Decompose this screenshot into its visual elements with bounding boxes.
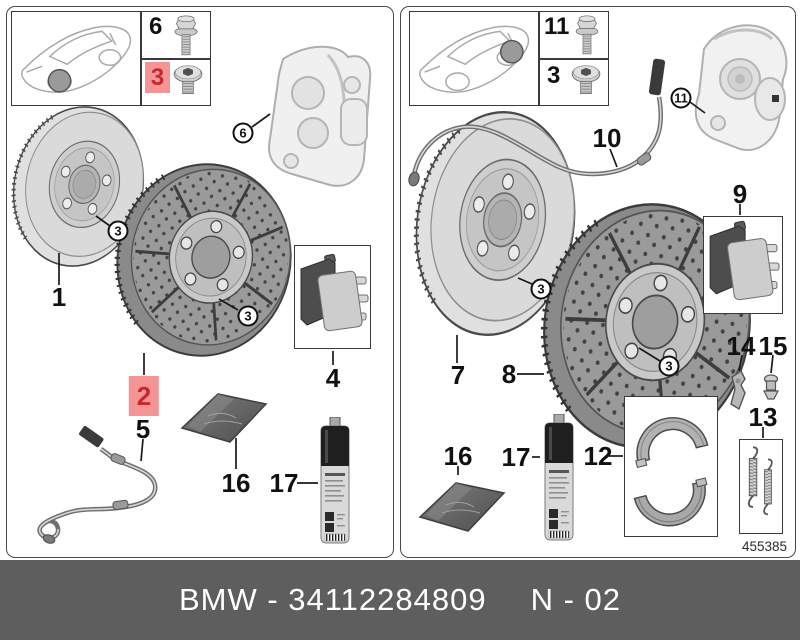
part-label-10[interactable]: 10 (592, 123, 622, 153)
callout-3-rear-sport-hub[interactable]: 3 (658, 355, 680, 377)
rear-brake-pads-icon (709, 220, 780, 301)
front-pads-box (294, 245, 371, 349)
front-axle-highlight-dot (47, 68, 72, 93)
car-rear-axle-thumbnail (419, 25, 530, 93)
countersunk-screw-icon (170, 63, 206, 98)
part-label-3-highlighted[interactable]: 3 (145, 62, 170, 93)
part-label-13[interactable]: 13 (748, 402, 778, 432)
part-label-15[interactable]: 15 (758, 331, 788, 361)
part-label-17[interactable]: 17 (269, 468, 299, 498)
rear-brake-panel: 11 3 (400, 6, 796, 558)
rear-caliper-drawing (694, 24, 788, 151)
callout-3-rear-hub[interactable]: 3 (530, 278, 552, 300)
springs-box (739, 439, 783, 534)
part-label-6[interactable]: 6 (149, 13, 163, 40)
front-brake-panel: 6 3 1 2 4 5 16 17 3 3 6 (6, 6, 394, 558)
front-brake-pads-icon (300, 253, 369, 332)
part-label-16[interactable]: 16 (443, 441, 473, 471)
part-label-12[interactable]: 12 (583, 441, 613, 471)
footer-part-number: BMW - 34112284809 (178, 582, 487, 617)
rear-pads-box (703, 216, 783, 314)
flange-bolt-icon (170, 14, 202, 57)
grease-packet-icon (419, 482, 505, 532)
front-bolt-box: 6 3 (141, 11, 211, 106)
rear-bolt-box: 11 3 (539, 11, 609, 106)
car-location-box (409, 11, 539, 106)
brake-cleaner-can-icon (544, 414, 574, 541)
part-label-1[interactable]: 1 (51, 282, 67, 312)
handbrake-lever-icon (730, 369, 746, 411)
callout-3-sport-hub[interactable]: 3 (237, 305, 259, 327)
part-label-7[interactable]: 7 (450, 360, 466, 390)
part-label-5[interactable]: 5 (135, 414, 151, 444)
footer-bar: BMW - 34112284809 N - 02 (0, 560, 800, 640)
flange-bolt-icon (572, 14, 602, 56)
brake-shoes-box (624, 396, 718, 537)
part-label-2-highlighted[interactable]: 2 (128, 376, 160, 416)
return-springs-icon (747, 446, 773, 516)
part-label-17[interactable]: 17 (501, 442, 531, 472)
callout-6-caliper[interactable]: 6 (232, 122, 254, 144)
front-caliper-drawing (268, 45, 372, 187)
brake-cleaner-can-icon (320, 417, 350, 544)
car-location-box (11, 11, 141, 106)
adjuster-icon (763, 374, 779, 400)
part-label-16[interactable]: 16 (221, 468, 251, 498)
part-label-4[interactable]: 4 (325, 363, 341, 393)
grease-packet-icon (181, 393, 267, 443)
rear-axle-highlight-dot (499, 39, 524, 64)
sheet-number: 455385 (741, 539, 787, 554)
countersunk-screw-icon (568, 63, 604, 98)
part-label-11[interactable]: 11 (544, 13, 570, 40)
callout-11-caliper[interactable]: 11 (670, 87, 692, 109)
footer-revision: N - 02 (530, 582, 622, 617)
car-front-axle-thumbnail (21, 25, 132, 93)
part-label-3[interactable]: 3 (547, 62, 561, 89)
callout-3-front-hub[interactable]: 3 (107, 220, 129, 242)
part-label-14[interactable]: 14 (726, 331, 756, 361)
brake-shoes-icon (633, 417, 709, 527)
part-label-9[interactable]: 9 (732, 179, 748, 209)
part-label-8[interactable]: 8 (501, 359, 517, 389)
